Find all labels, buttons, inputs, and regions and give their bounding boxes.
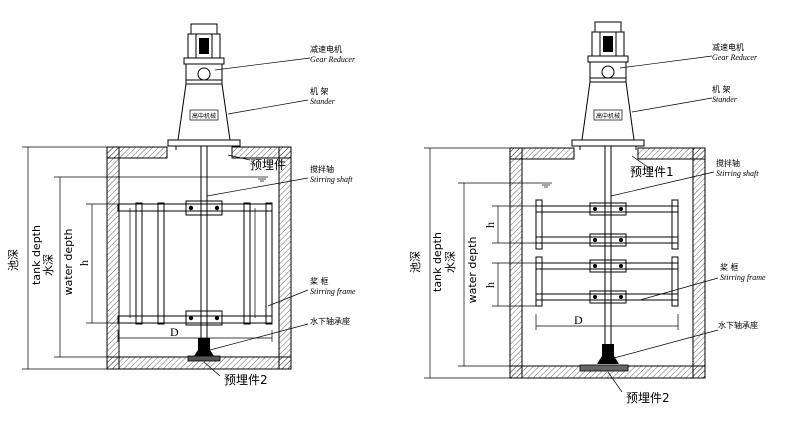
right-stander-cn: 机 架 — [712, 84, 731, 94]
left-stander-cn: 机 架 — [310, 86, 329, 96]
left-tank-walls — [106, 146, 292, 370]
right-embedded-plate-bottom — [579, 364, 629, 372]
right-stirring-frame-lower — [535, 256, 679, 307]
left-embedded-part-2: 预埋件2 — [224, 373, 268, 387]
water-level-icon — [256, 176, 268, 182]
left-tank-top-right — [231, 146, 292, 159]
right-water-depth-cn: 水深 — [444, 251, 457, 273]
left-dim-h: h — [77, 260, 91, 266]
right-stander: 高中机械 — [571, 81, 645, 150]
left-stirring-frame-en: Stirring frame — [310, 287, 356, 296]
right-stirring-frame-cn: 桨 框 — [720, 262, 739, 272]
right-dim-h-lower: h — [483, 282, 497, 288]
bearing-seat-icon — [597, 344, 619, 364]
right-stirring-frame-en: Stirring frame — [720, 273, 766, 282]
left-tank-wall-right — [278, 146, 292, 370]
left-water-depth-en: water depth — [62, 229, 75, 296]
right-gear-reducer-en: Gear Reducer — [712, 53, 758, 62]
left-water-depth-cn: 水深 — [42, 254, 55, 276]
right-embedded-part-1: 预埋件1 — [630, 165, 674, 179]
gear-reducer-motor-icon — [183, 23, 225, 85]
left-embedded-part-1: 预埋件 — [250, 158, 286, 172]
left-stirring-shaft — [200, 146, 208, 345]
left-tank-depth-en: tank depth — [30, 225, 43, 285]
left-stirring-frame — [117, 200, 273, 326]
left-dim-d: D — [170, 325, 179, 339]
left-tank-top-left — [106, 146, 168, 159]
left-stirring-shaft-cn: 搅拌轴 — [310, 164, 334, 174]
left-stirring-shaft-en: Stirring shaft — [310, 175, 353, 184]
right-embedded-part-2: 预埋件2 — [626, 391, 670, 405]
right-leaders — [607, 55, 719, 393]
right-dimensions — [424, 147, 679, 379]
right-name-plate: 高中机械 — [596, 112, 620, 120]
left-tank-wall-left — [106, 146, 120, 370]
right-water-depth-en: water depth — [466, 237, 479, 304]
left-stander: 高中机械 — [167, 83, 241, 150]
left-dimensions — [22, 146, 273, 370]
bearing-seat-icon — [187, 338, 221, 362]
right-tank-top-right — [637, 147, 706, 160]
left-gear-reducer-cn: 减速电机 — [310, 44, 342, 54]
right-stirring-shaft-en: Stirring shaft — [716, 169, 759, 178]
right-tank-depth-en: tank depth — [431, 232, 444, 292]
right-bearing-seat-cn: 水下轴承座 — [718, 320, 758, 330]
gear-reducer-motor-icon — [587, 21, 629, 83]
left-stander-en: Stander — [310, 97, 336, 106]
left-stirring-frame-cn: 桨 框 — [310, 276, 329, 286]
right-dim-h-upper: h — [483, 222, 497, 228]
right-stirring-frame-upper — [535, 199, 679, 250]
right-tank-depth-cn: 池深 — [409, 251, 422, 273]
right-mixer: 高中机械 — [409, 21, 766, 405]
right-tank-top-left — [509, 147, 575, 160]
right-stander-en: Stander — [712, 95, 738, 104]
left-tank-depth-cn: 池深 — [7, 249, 20, 271]
right-tank-wall-right — [692, 147, 706, 379]
left-bearing-seat-cn: 水下轴承座 — [310, 316, 350, 326]
right-stirring-shaft-cn: 搅拌轴 — [716, 158, 740, 168]
right-dim-d: D — [574, 313, 583, 327]
right-gear-reducer-cn: 减速电机 — [712, 42, 744, 52]
left-gear-reducer-en: Gear Reducer — [310, 55, 356, 64]
left-leaders — [203, 57, 311, 377]
left-name-plate: 高中机械 — [192, 112, 216, 120]
water-level-icon — [540, 182, 552, 188]
right-stirring-shaft — [604, 146, 612, 350]
left-mixer: 高中机械 — [7, 23, 356, 387]
